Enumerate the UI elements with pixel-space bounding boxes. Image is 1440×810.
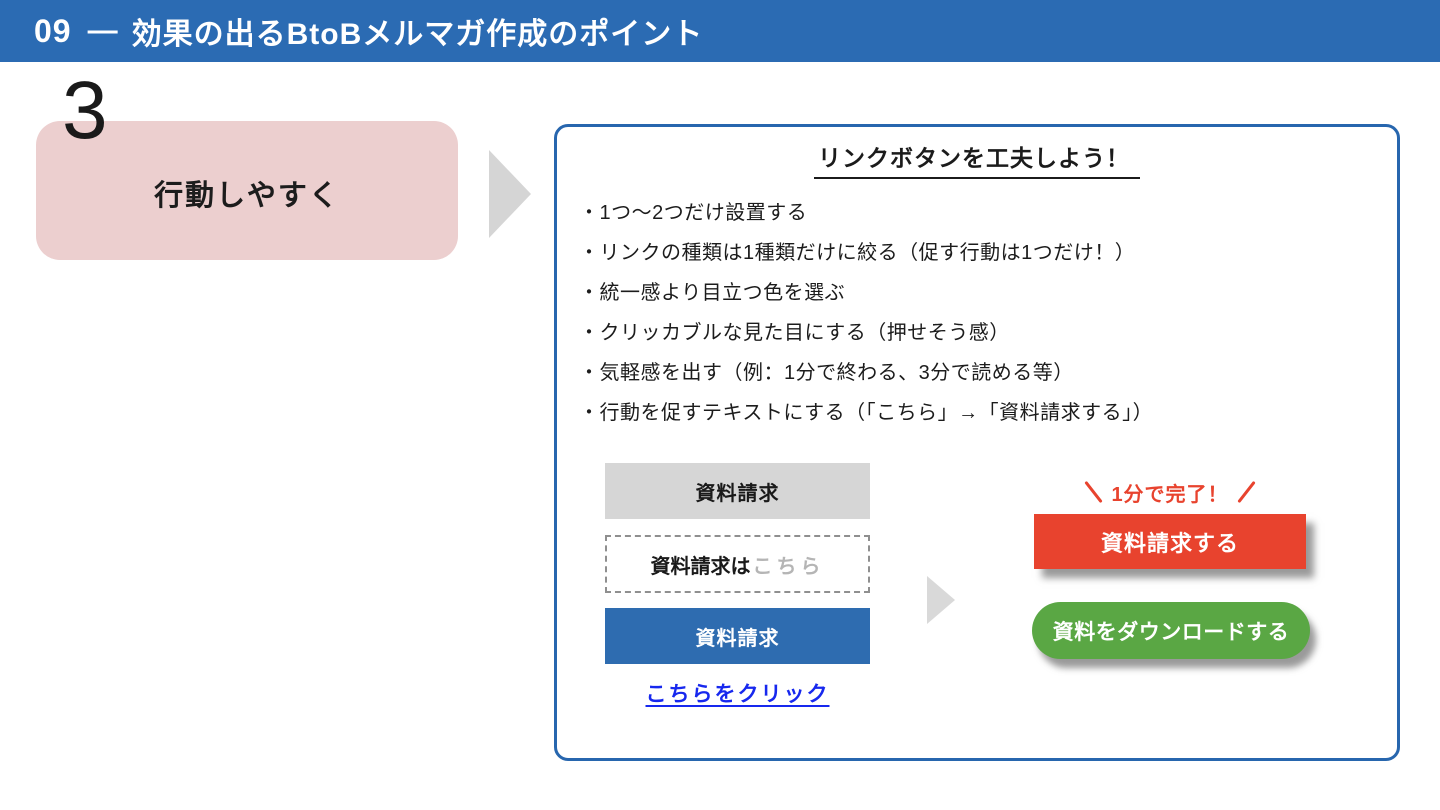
example-red-button: 資料請求する [1034, 514, 1306, 569]
callout-text: 1分で完了！ [1111, 483, 1229, 506]
panel-title: リンクボタンを工夫しよう！ [814, 139, 1140, 179]
step-label: 行動しやすく [154, 179, 340, 212]
emphasis-slash-right-icon [1236, 480, 1256, 504]
header-bar: 09 ― 効果の出るBtoBメルマガ作成のポイント [0, 0, 1440, 62]
slide-number: 09 [34, 12, 72, 49]
bullet-item: ・統一感より目立つ色を選ぶ [579, 282, 846, 304]
example-dashed-button: 資料請求は こちら [605, 535, 870, 593]
example-link-row: こちらをクリック [605, 678, 870, 708]
example-green-button: 資料をダウンロードする [1032, 602, 1310, 659]
page-title: 効果の出るBtoBメルマガ作成のポイント [131, 18, 704, 51]
content-panel: リンクボタンを工夫しよう！ ・1つ〜2つだけ設置する ・リンクの種類は1種類だけ… [554, 124, 1400, 761]
bullet-item: ・1つ〜2つだけ設置する [579, 202, 808, 224]
header-dash: ― [87, 14, 118, 47]
bullet-item: ・行動を促すテキストにする（「こちら」→「資料請求する」） [579, 402, 1154, 424]
example-blue-button: 資料請求 [605, 608, 870, 664]
bullet-item: ・クリッカブルな見た目にする（押せそう感） [579, 322, 1010, 344]
bullet-list: ・1つ〜2つだけ設置する ・リンクの種類は1種類だけに絞る（促す行動は1つだけ！… [579, 193, 1153, 433]
bullet-item: ・リンクの種類は1種類だけに絞る（促す行動は1つだけ！） [579, 242, 1136, 264]
emphasis-slash-left-icon [1084, 480, 1104, 504]
panel-title-row: リンクボタンを工夫しよう！ [557, 139, 1397, 179]
step-card: 行動しやすく [36, 121, 458, 260]
dashed-button-text: 資料請求は [650, 555, 751, 578]
arrow-right-icon [927, 576, 955, 624]
bullet-item: ・気軽感を出す（例：1分で終わる、3分で読める等） [579, 362, 1074, 384]
arrow-right-icon [489, 150, 531, 238]
callout-row: 1分で完了！ [1034, 475, 1306, 509]
example-gray-button: 資料請求 [605, 463, 870, 519]
dashed-button-muted-text: こちら [752, 555, 825, 578]
step-number: 3 [62, 65, 108, 156]
example-text-link: こちらをクリック [645, 683, 830, 706]
